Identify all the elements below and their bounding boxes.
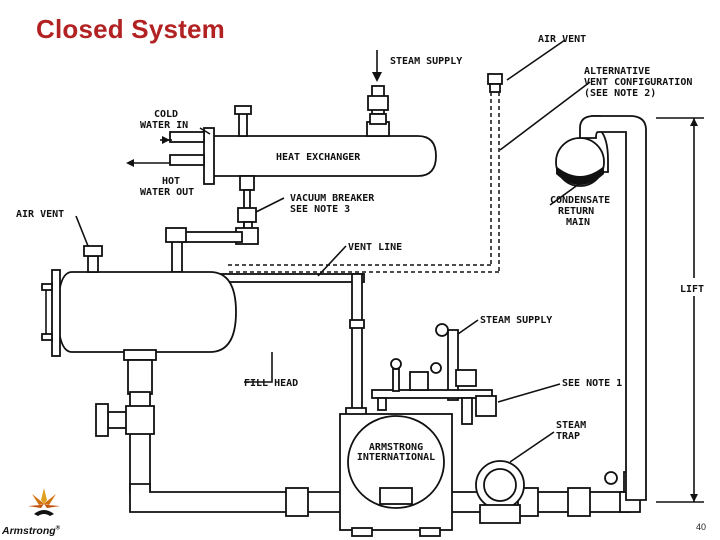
air-vent-left-label: AIR VENT <box>16 209 64 220</box>
condensate-label-3: MAIN <box>566 217 590 228</box>
cold-water-label-2: WATER IN <box>140 120 188 131</box>
pump-brand-label-2: INTERNATIONAL <box>357 452 435 463</box>
heat-exchanger <box>126 105 437 245</box>
cold-water-label-1: COLD <box>154 109 178 120</box>
alt-vent-label-2: VENT CONFIGURATION <box>584 77 692 88</box>
vent-line-label: VENT LINE <box>348 242 402 253</box>
slide-title: Closed System <box>36 14 226 44</box>
lift-dimension <box>656 117 704 503</box>
armstrong-pump: ARMSTRONG INTERNATIONAL <box>339 407 453 537</box>
vacuum-breaker-label-2: SEE NOTE 3 <box>290 204 350 215</box>
heat-exchanger-label: HEAT EXCHANGER <box>276 152 361 163</box>
armstrong-logo-icon <box>28 488 60 516</box>
condensate-return-main <box>555 115 647 501</box>
steam-trap <box>475 460 525 524</box>
steam-supply-top-label: STEAM SUPPLY <box>390 56 462 67</box>
leader-lines <box>75 39 591 463</box>
hot-water-label-1: HOT <box>162 176 180 187</box>
alternative-vent-line <box>228 73 503 273</box>
see-note-1-label: SEE NOTE 1 <box>562 378 622 389</box>
page-number: 40 <box>695 522 706 532</box>
steam-supply-mid-label: STEAM SUPPLY <box>480 315 552 326</box>
air-vent-top-label: AIR VENT <box>538 34 586 45</box>
receiver-tank <box>41 245 237 395</box>
alt-vent-label-1: ALTERNATIVE <box>584 66 650 77</box>
logo-text: Armstrong® <box>2 525 61 537</box>
alt-vent-label-3: (SEE NOTE 2) <box>584 88 656 99</box>
lift-label: LIFT <box>680 284 704 295</box>
vacuum-breaker-label-1: VACUUM BREAKER <box>290 193 375 204</box>
condensate-label-1: CONDENSATE <box>550 195 610 206</box>
steam-supply-inlet <box>366 50 390 137</box>
pump-brand-label: ARMSTRONG <box>369 442 423 453</box>
hot-water-label-2: WATER OUT <box>140 187 194 198</box>
steam-trap-label-2: TRAP <box>556 431 580 442</box>
steam-trap-label-1: STEAM <box>556 420 586 431</box>
fill-head-label: FILL HEAD <box>244 378 298 389</box>
condensate-label-2: RETURN <box>558 206 594 217</box>
motive-steam-piping <box>371 323 497 425</box>
